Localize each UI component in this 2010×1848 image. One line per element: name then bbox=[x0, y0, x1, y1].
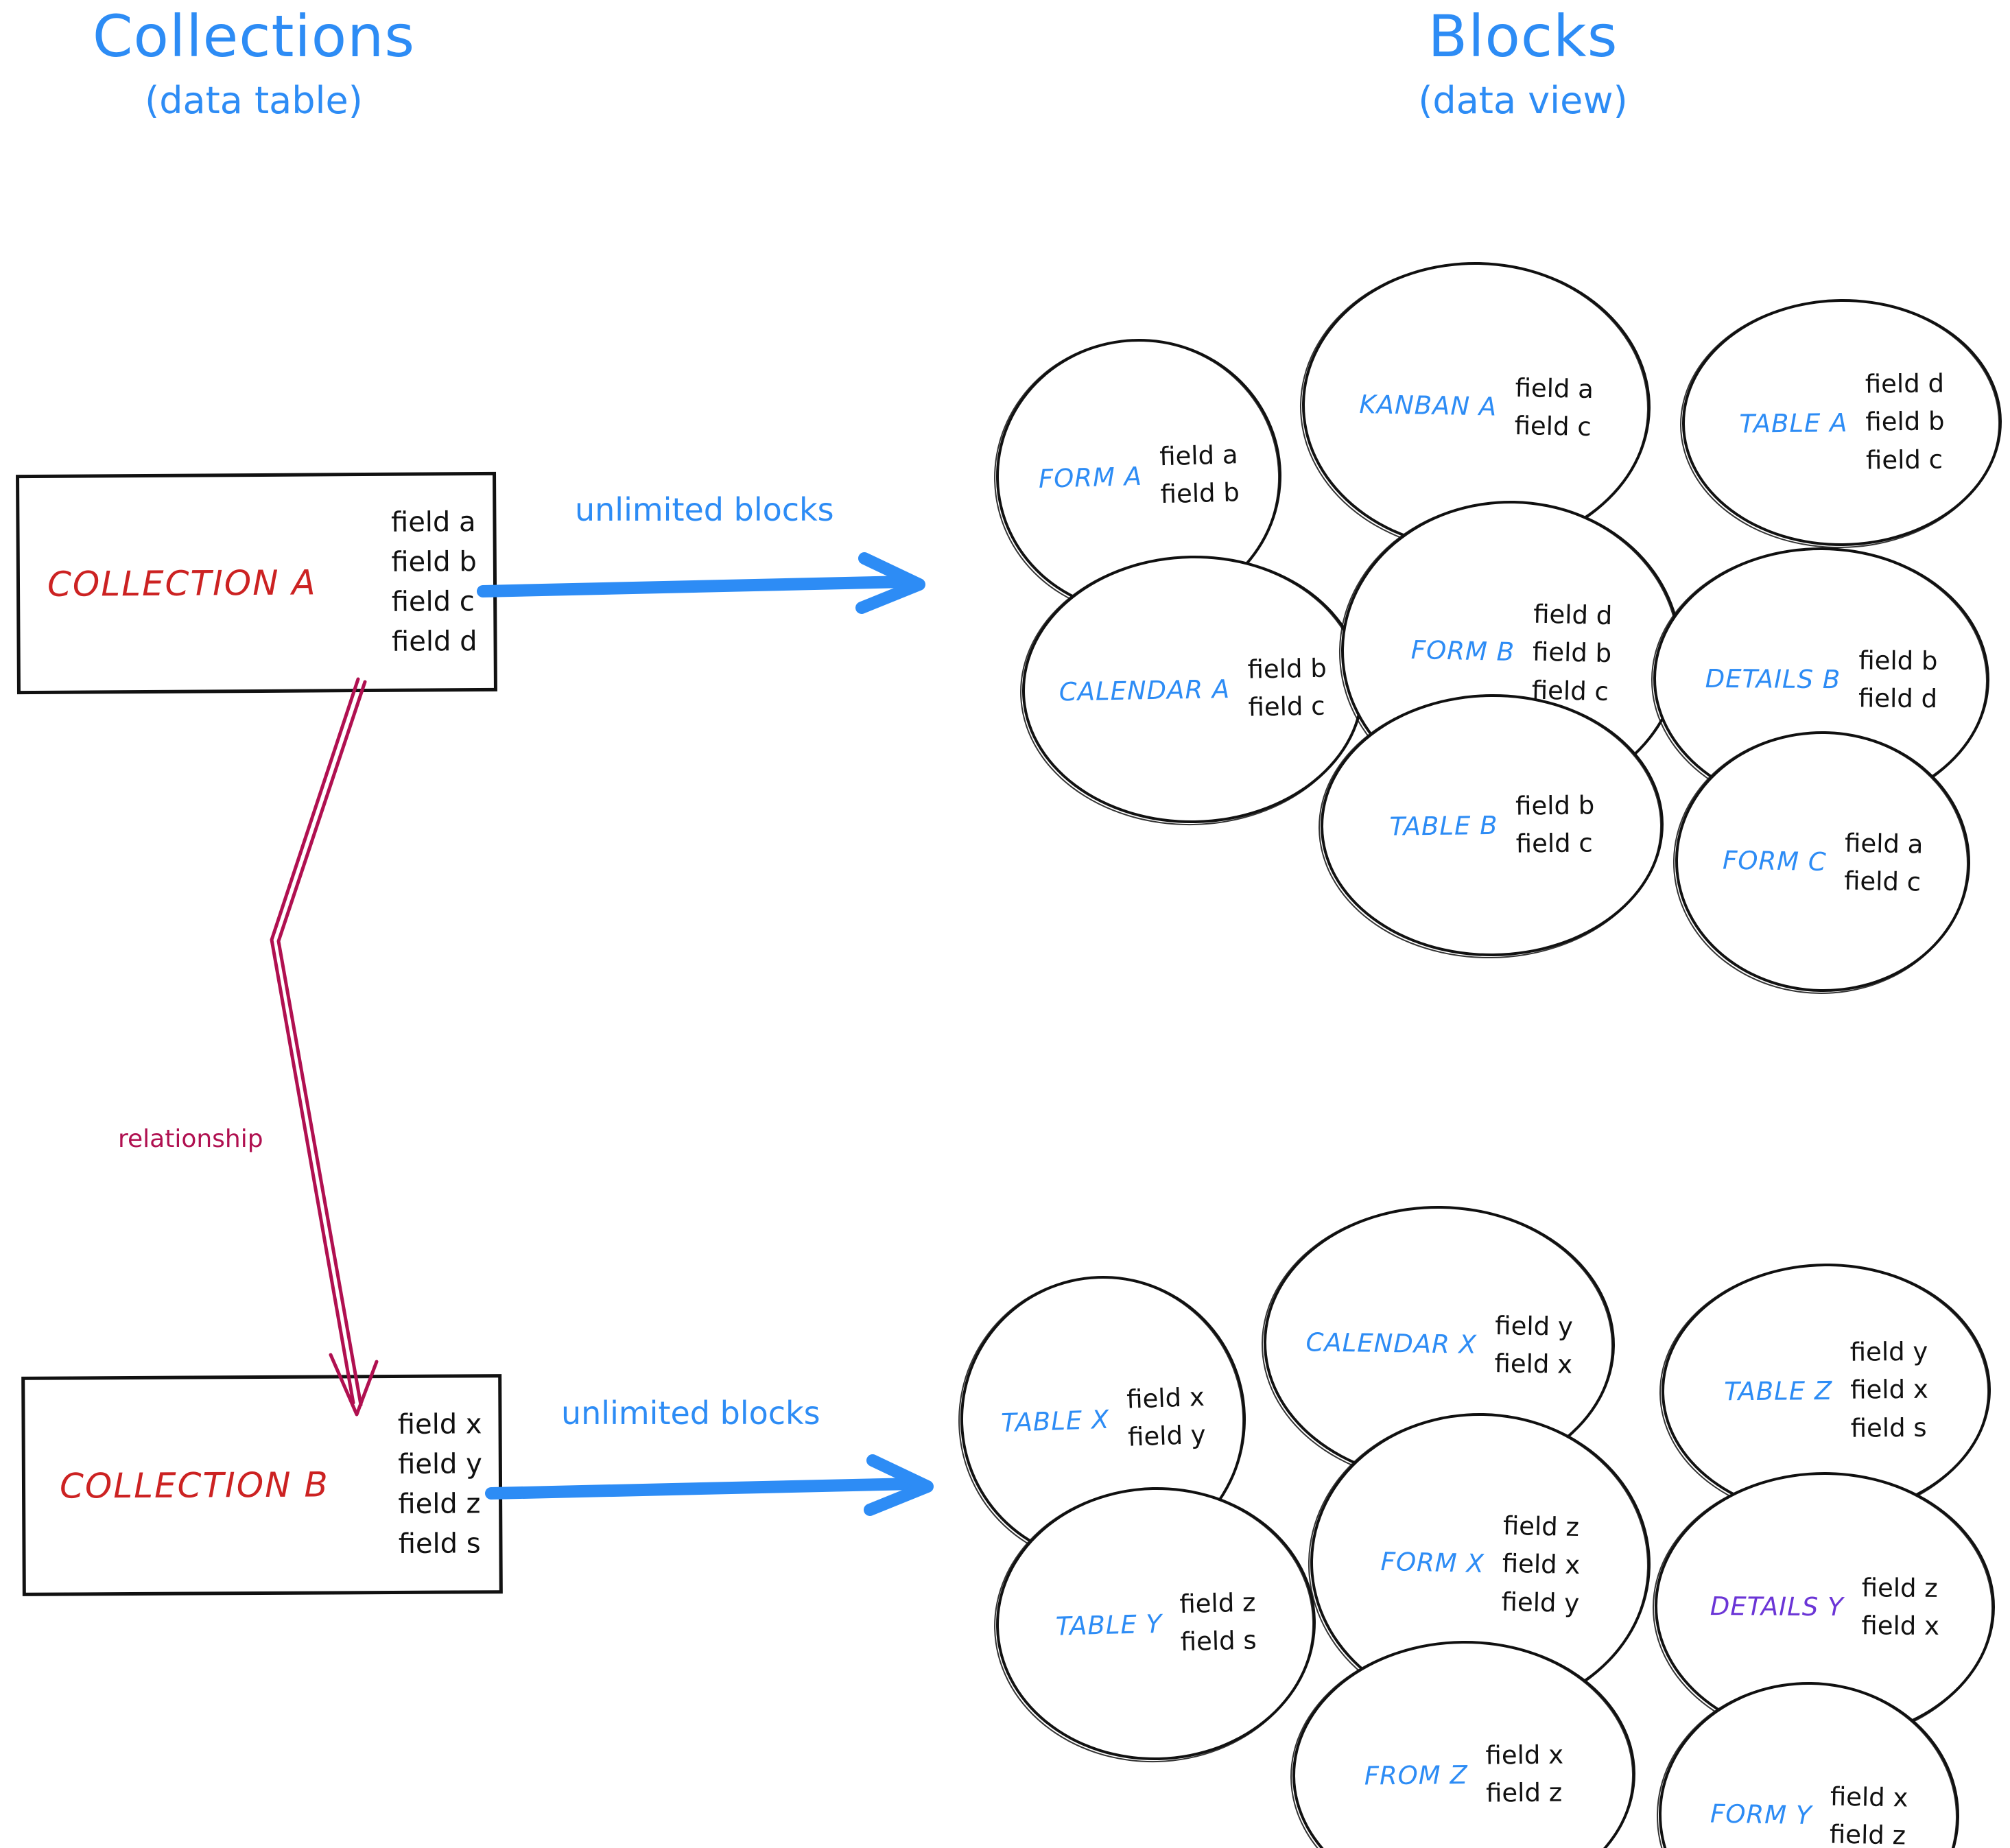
collection-b-name: COLLECTION B bbox=[59, 1465, 329, 1506]
collection-b-fields: field x field y field z field s bbox=[398, 1404, 483, 1564]
field-item: field c bbox=[1865, 445, 1943, 475]
block-fields: field b field c bbox=[1515, 786, 1595, 863]
field-item: field d bbox=[1858, 683, 1938, 714]
field-item: field z bbox=[1829, 1819, 1906, 1848]
block-label: TABLE Z bbox=[1724, 1375, 1833, 1406]
field-item: field b bbox=[1515, 790, 1595, 821]
block-table-b[interactable]: TABLE B field b field c bbox=[1319, 692, 1665, 958]
relationship-connector bbox=[270, 677, 379, 1417]
heading-blocks: Blocks (data view) bbox=[1331, 3, 1715, 122]
block-fields: field b field c bbox=[1247, 649, 1327, 726]
block-label: FROM Z bbox=[1364, 1760, 1469, 1791]
heading-blocks-subtitle: (data view) bbox=[1418, 78, 1628, 122]
block-fields: field z field x field y bbox=[1501, 1506, 1581, 1622]
block-fields: field z field s bbox=[1179, 1583, 1257, 1661]
block-label: FORM A bbox=[1038, 461, 1143, 494]
field-item: field d bbox=[391, 626, 477, 658]
block-label: DETAILS Y bbox=[1710, 1591, 1844, 1622]
field-item: field z bbox=[398, 1488, 481, 1520]
block-fields: field z field x bbox=[1861, 1569, 1939, 1646]
block-fields: field y field x field s bbox=[1850, 1332, 1929, 1447]
field-item: field x bbox=[1502, 1548, 1581, 1580]
field-item: field s bbox=[1180, 1625, 1257, 1657]
block-label: CALENDAR X bbox=[1305, 1327, 1478, 1360]
collection-a-name: COLLECTION A bbox=[47, 562, 317, 604]
block-fields: field x field y bbox=[1126, 1377, 1207, 1456]
field-item: field a bbox=[1844, 828, 1924, 860]
block-label: KANBAN A bbox=[1359, 389, 1498, 422]
block-fields: field d field b field c bbox=[1865, 364, 1946, 479]
block-fields: field a field b bbox=[1159, 436, 1240, 514]
field-item: field z bbox=[1861, 1572, 1938, 1603]
field-item: field b bbox=[1160, 477, 1240, 510]
field-item: field x bbox=[1830, 1781, 1908, 1813]
block-fields: field y field x bbox=[1494, 1307, 1573, 1384]
field-item: field b bbox=[1858, 645, 1938, 676]
block-label: TABLE B bbox=[1389, 810, 1498, 842]
collection-box-b[interactable]: COLLECTION B field x field y field z fie… bbox=[21, 1374, 503, 1596]
block-label: CALENDAR A bbox=[1059, 674, 1231, 707]
field-item: field x bbox=[1126, 1382, 1205, 1414]
field-item: field a bbox=[390, 506, 476, 538]
field-item: field c bbox=[1248, 691, 1325, 722]
field-item: field x bbox=[1485, 1739, 1564, 1770]
block-label: FORM C bbox=[1722, 844, 1828, 877]
field-item: field d bbox=[1865, 368, 1945, 399]
block-fields: field x field z bbox=[1829, 1777, 1908, 1848]
field-item: field x bbox=[1861, 1611, 1940, 1641]
field-item: field c bbox=[1843, 866, 1922, 897]
field-item: field y bbox=[1495, 1310, 1574, 1342]
field-item: field a bbox=[1159, 439, 1239, 471]
block-fields: field x field z bbox=[1485, 1736, 1564, 1812]
field-item: field x bbox=[397, 1408, 482, 1441]
arrow-unlimited-blocks-top bbox=[477, 552, 925, 614]
block-label: TABLE X bbox=[1000, 1404, 1110, 1438]
field-item: field b bbox=[1532, 637, 1612, 669]
block-fields: field b field d bbox=[1858, 641, 1938, 718]
block-label: DETAILS B bbox=[1705, 663, 1841, 694]
block-fields: field a field c bbox=[1514, 368, 1594, 446]
field-item: field c bbox=[1515, 828, 1593, 859]
field-item: field y bbox=[398, 1448, 482, 1480]
arrow-label-bottom: unlimited blocks bbox=[561, 1395, 820, 1432]
block-label: TABLE Y bbox=[1055, 1609, 1163, 1642]
block-table-a[interactable]: TABLE A field d field b field c bbox=[1681, 297, 2003, 548]
field-item: field b bbox=[1865, 406, 1945, 437]
arrow-label-top: unlimited blocks bbox=[575, 491, 834, 528]
field-item: field a bbox=[1515, 372, 1594, 404]
field-item: field z bbox=[1502, 1511, 1580, 1542]
field-item: field s bbox=[398, 1528, 481, 1560]
field-item: field b bbox=[391, 546, 477, 578]
block-label: FORM X bbox=[1380, 1546, 1485, 1578]
heading-blocks-title: Blocks bbox=[1428, 3, 1618, 70]
heading-collections-title: Collections bbox=[92, 3, 416, 70]
block-fields: field a field c bbox=[1844, 824, 1924, 901]
field-item: field z bbox=[1179, 1587, 1256, 1619]
block-fields: field d field b field c bbox=[1531, 595, 1613, 711]
heading-collections: Collections (data table) bbox=[41, 3, 466, 122]
block-label: FORM Y bbox=[1710, 1798, 1812, 1830]
block-label: FORM B bbox=[1410, 635, 1515, 667]
field-item: field c bbox=[1514, 410, 1592, 442]
field-item: field s bbox=[1850, 1412, 1927, 1443]
field-item: field x bbox=[1494, 1349, 1573, 1379]
field-item: field y bbox=[1127, 1419, 1207, 1452]
relationship-label: relationship bbox=[118, 1125, 263, 1153]
collection-box-a[interactable]: COLLECTION A field a field b field c fie… bbox=[16, 471, 497, 695]
block-label: TABLE A bbox=[1739, 407, 1848, 439]
heading-collections-subtitle: (data table) bbox=[145, 78, 363, 122]
field-item: field z bbox=[1485, 1777, 1563, 1808]
collection-a-fields: field a field b field c field d bbox=[391, 502, 477, 662]
field-item: field d bbox=[1533, 599, 1613, 630]
field-item: field c bbox=[391, 586, 475, 618]
field-item: field y bbox=[1849, 1336, 1928, 1367]
arrow-unlimited-blocks-bottom bbox=[485, 1454, 934, 1516]
field-item: field y bbox=[1501, 1587, 1580, 1618]
field-item: field b bbox=[1247, 653, 1327, 685]
field-item: field x bbox=[1850, 1374, 1928, 1405]
